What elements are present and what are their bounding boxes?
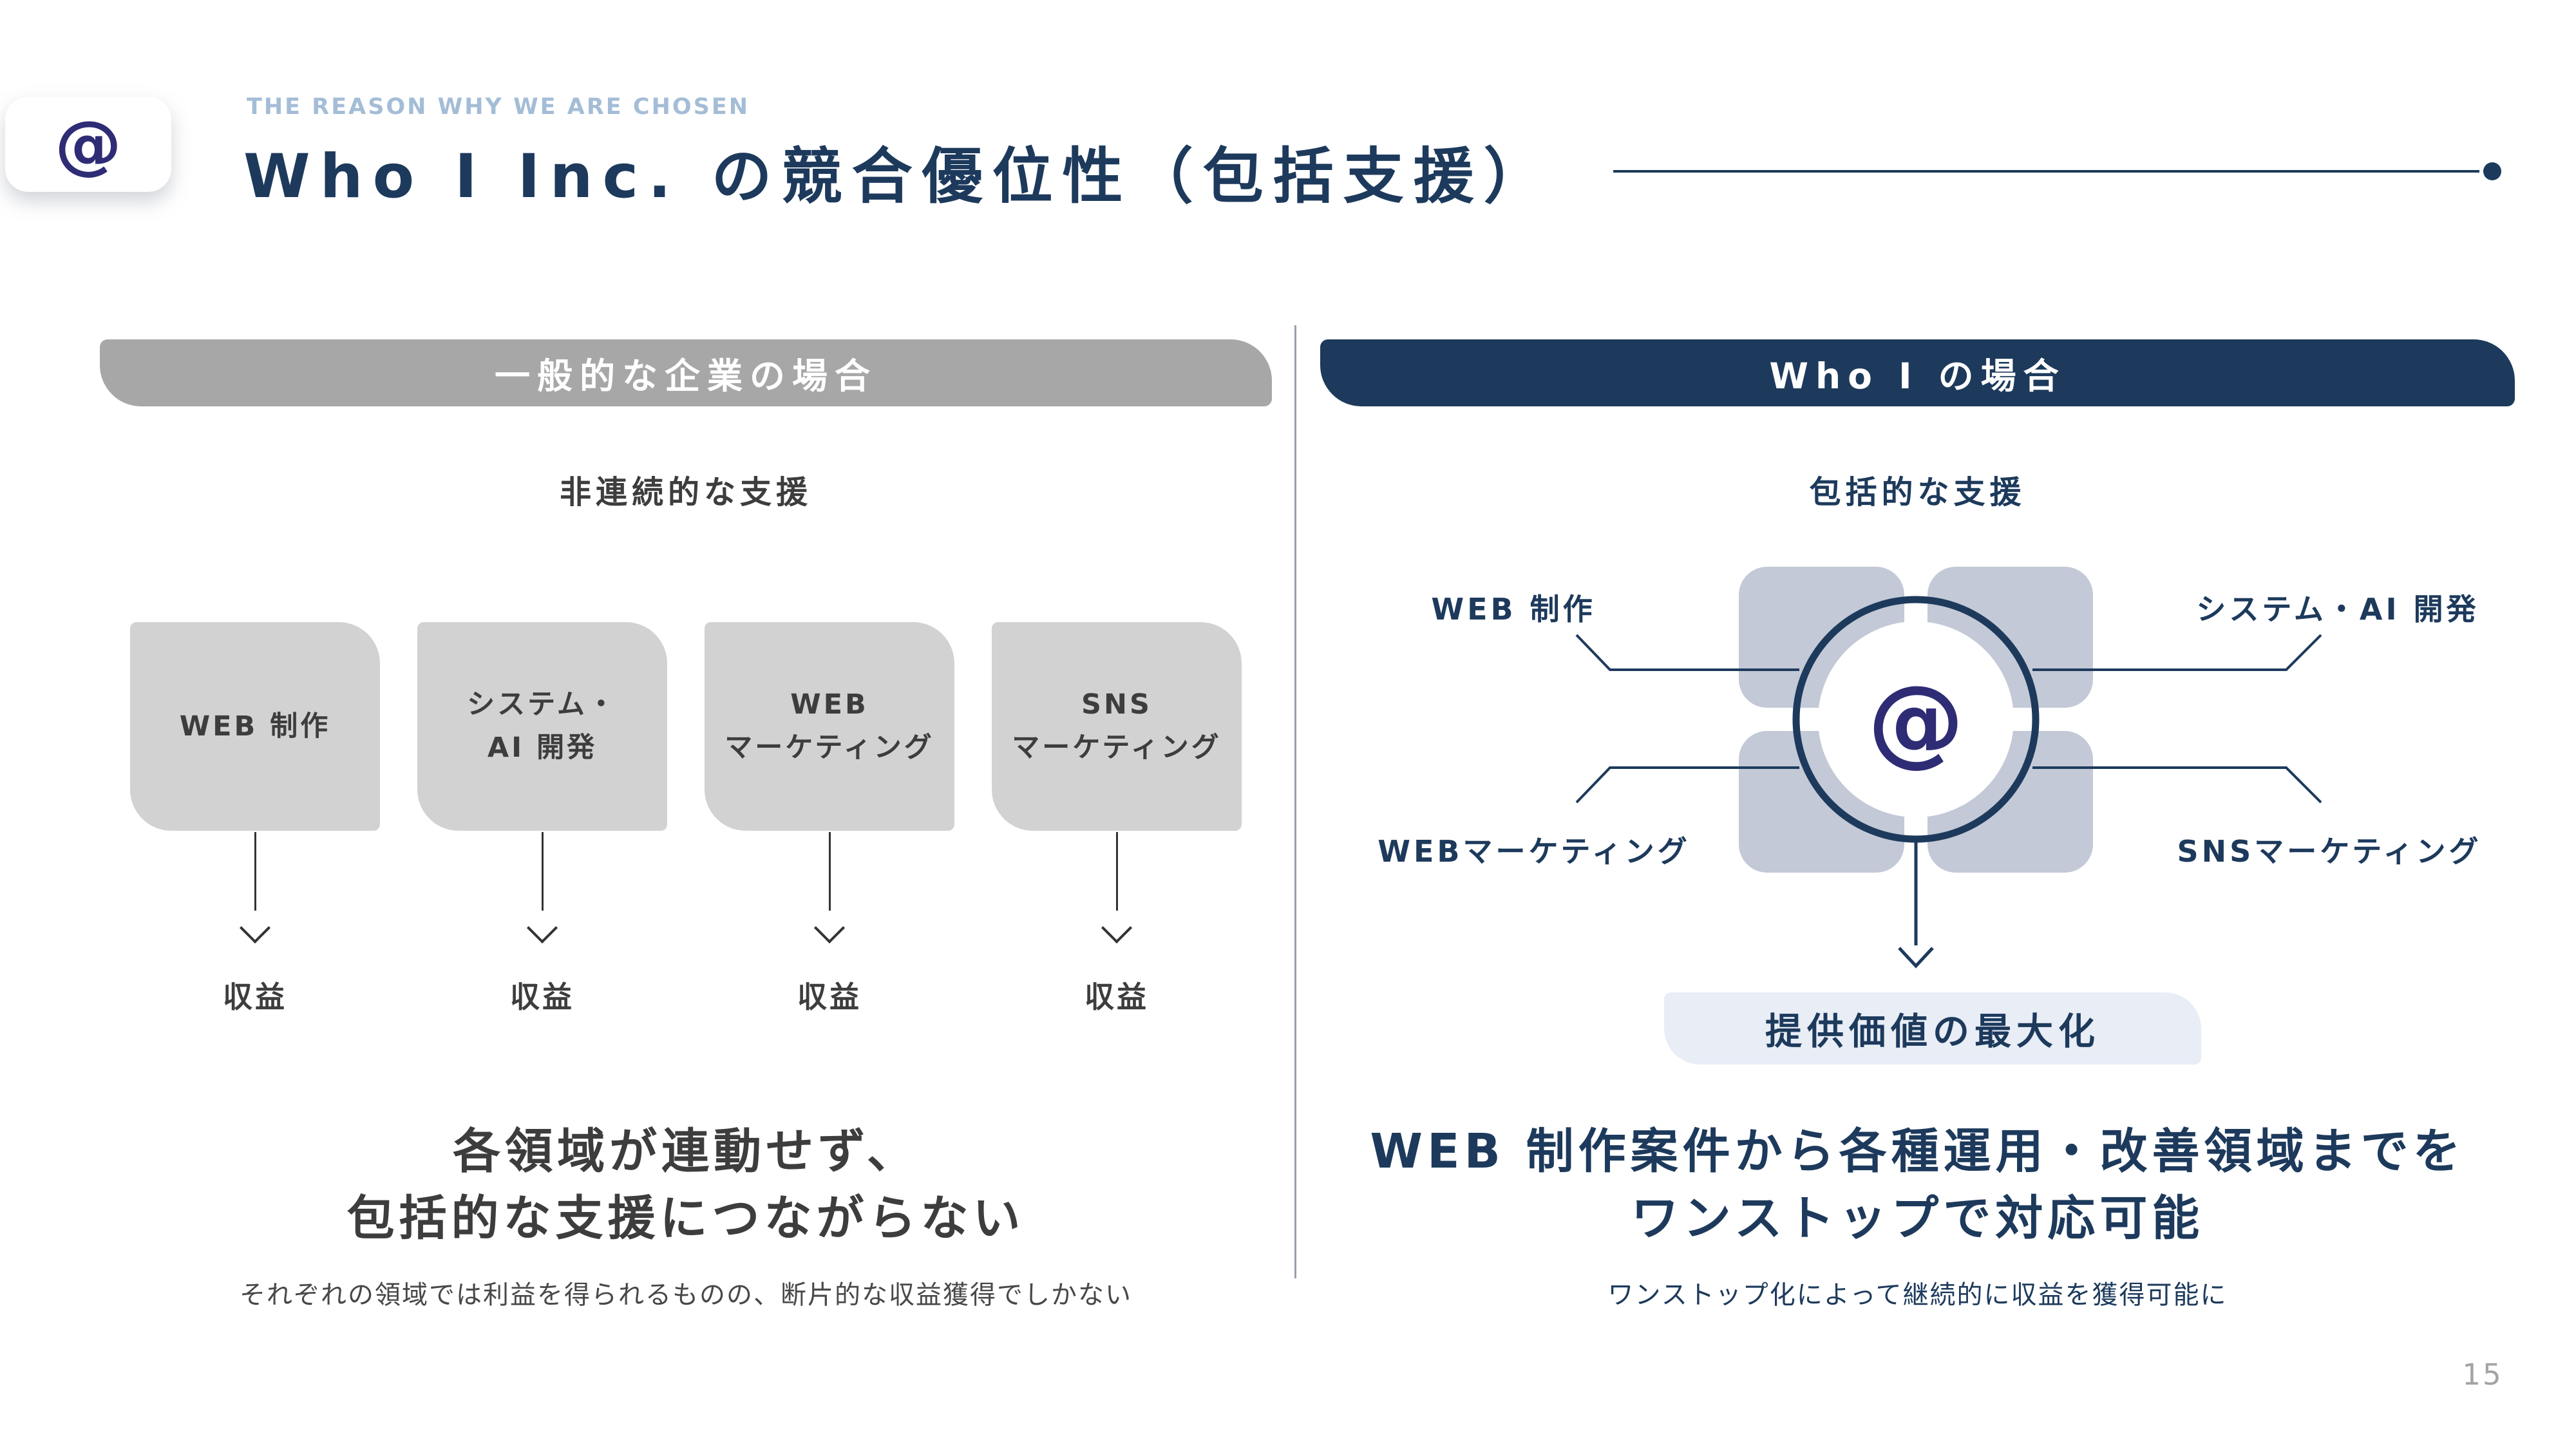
service-box-label: WEB 制作 <box>179 710 331 743</box>
one-stop-diagram <box>1575 567 2322 969</box>
service-box-system-ai: システム・ AI 開発 <box>417 622 667 831</box>
eyebrow-text: THE REASON WHY WE ARE CHOSEN <box>247 94 750 120</box>
value-maximization-badge: 提供価値の最大化 <box>1664 992 2201 1065</box>
service-box-label: SNS マーケティング <box>1012 688 1222 764</box>
right-panel-footnote: ワンストップ化によって継続的に収益を獲得可能に <box>1607 1280 2228 1310</box>
who-i-logo-card: @ <box>5 97 171 192</box>
left-message-line1: 各領域が連動せず、 <box>453 1124 919 1179</box>
left-message-line2: 包括的な支援につながらない <box>346 1191 1025 1246</box>
page-number: 15 <box>2462 1358 2503 1392</box>
service-box-sns-marketing: SNS マーケティング <box>992 622 1242 831</box>
right-panel-message: WEB 制作案件から各種運用・改善領域までを ワンストップで対応可能 <box>1311 1118 2524 1252</box>
down-arrow-to-badge <box>1898 841 1934 969</box>
left-panel-message: 各領域が連動せず、 包括的な支援につながらない <box>100 1118 1272 1252</box>
connector-lines <box>1575 634 2322 804</box>
revenue-label: 収益 <box>1084 980 1149 1014</box>
service-box-label: システム・ AI 開発 <box>467 688 618 764</box>
left-panel-header-label: 一般的な企業の場合 <box>494 355 877 397</box>
down-arrow-line <box>1116 832 1118 911</box>
right-panel-subtitle: 包括的な支援 <box>1809 473 2026 511</box>
service-box-label: WEB マーケティング <box>724 688 934 764</box>
center-ring <box>1792 596 2040 843</box>
right-panel-header: Who I の場合 <box>1320 339 2515 406</box>
chevron-down-icon <box>526 912 558 944</box>
who-i-logo-icon: @ <box>55 106 122 182</box>
right-message-line2: ワンストップで対応可能 <box>1631 1191 2204 1246</box>
revenue-label: 収益 <box>797 980 862 1014</box>
service-box-web-production: WEB 制作 <box>130 622 380 831</box>
diagram-label-web-production: WEB 制作 <box>1431 592 1596 627</box>
left-panel-header: 一般的な企業の場合 <box>100 339 1272 406</box>
service-box-web-marketing: WEB マーケティング <box>705 622 954 831</box>
who-i-logo-center: @ <box>1852 657 1980 786</box>
revenue-label: 収益 <box>223 980 287 1014</box>
chevron-down-icon <box>1101 912 1133 944</box>
title-rule-line <box>1613 170 2479 173</box>
left-panel-footnote: それぞれの領域では利益を得られるものの、断片的な収益獲得でしかない <box>240 1280 1132 1310</box>
left-panel-subtitle: 非連続的な支援 <box>559 473 812 511</box>
diagram-label-system-ai: システム・AI 開発 <box>2196 592 2479 627</box>
right-message-line1: WEB 制作案件から各種運用・改善領域までを <box>1370 1124 2465 1179</box>
right-panel-header-label: Who I の場合 <box>1769 355 2066 397</box>
revenue-label: 収益 <box>510 980 574 1014</box>
panel-divider <box>1294 325 1296 1278</box>
who-i-logo-icon: @ <box>1868 665 1964 777</box>
diagram-label-sns-marketing: SNSマーケティング <box>2177 834 2482 869</box>
down-arrow-line <box>254 832 256 911</box>
title-rule-dot <box>2483 162 2501 180</box>
chevron-down-icon <box>813 912 846 944</box>
diagram-label-web-marketing: WEBマーケティング <box>1378 834 1690 869</box>
down-arrow-line <box>542 832 544 911</box>
chevron-down-icon <box>239 912 271 944</box>
center-circle <box>1818 621 2014 817</box>
down-arrow-line <box>829 832 831 911</box>
page-title: Who I Inc. の競合優位性（包括支援） <box>243 142 1554 212</box>
